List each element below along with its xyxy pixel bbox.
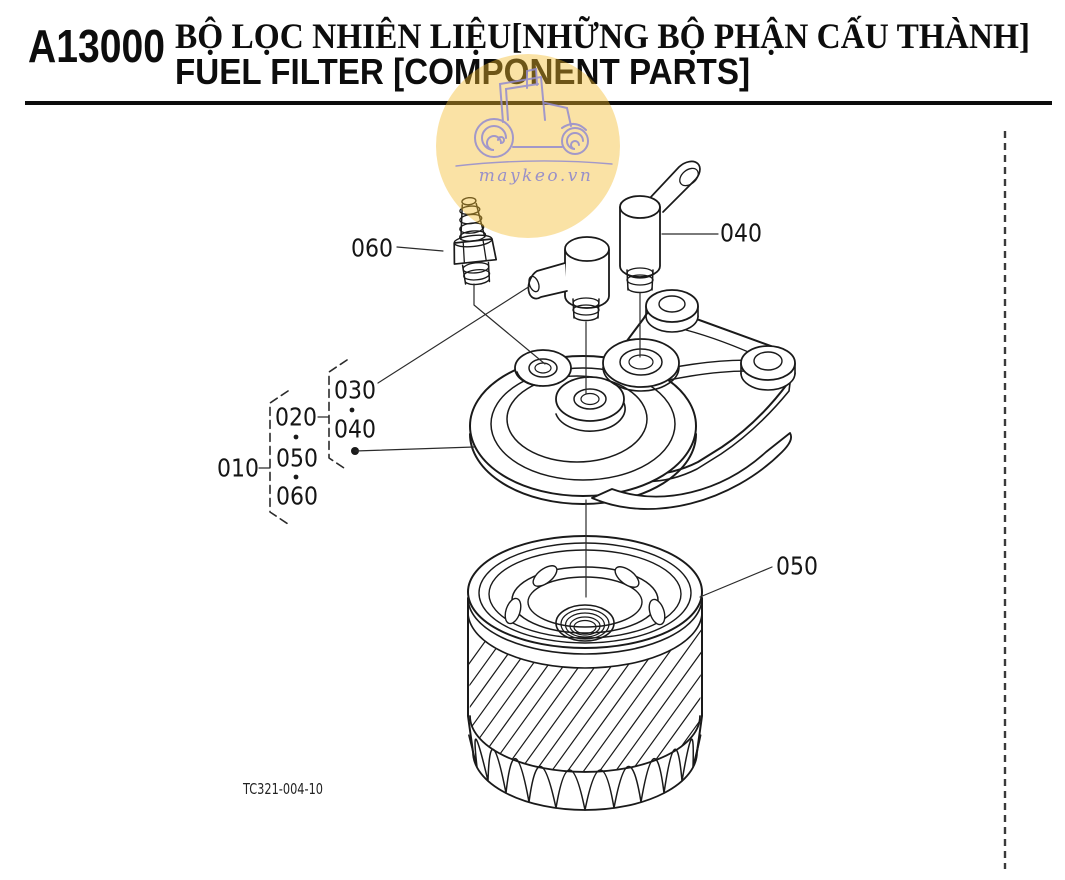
bracket-spacer-top — [645, 289, 699, 333]
watermark: maykeo.vn — [436, 54, 620, 238]
header: A13000 BỘ LỌC NHIÊN LIỆU[NHỮNG BỘ PHẬN C… — [25, 15, 1052, 105]
header-separator-line — [25, 101, 1052, 105]
scallop-flutes — [468, 734, 702, 811]
tractor-doodle-icon — [455, 67, 613, 167]
filter-cartridge-part — [467, 535, 703, 811]
hose-joint-060-part — [453, 196, 498, 286]
figure-code: TC321-004-10 — [242, 780, 323, 798]
callout-010: 010 — [217, 454, 259, 483]
inlet-holes — [504, 565, 666, 626]
bracket-spacer-right — [740, 345, 796, 391]
list-dot — [349, 407, 355, 413]
leader-lines — [258, 233, 773, 598]
group-bracket-inner — [328, 359, 348, 471]
callout-060-top: 060 — [351, 234, 393, 263]
callout-020: 020 — [275, 403, 317, 432]
section-code: A13000 — [28, 20, 165, 72]
list-dot — [293, 434, 299, 440]
callout-030: 030 — [334, 376, 376, 405]
callout-labels: 060 040 030 040 020 050 060 010 050 — [217, 219, 818, 581]
joint-040-part — [619, 160, 701, 294]
callout-050-filter: 050 — [776, 552, 818, 581]
cover-bosses — [514, 338, 680, 432]
callout-040-top: 040 — [720, 219, 762, 248]
elbow-joint-030-part — [527, 236, 610, 322]
callout-040-group: 040 — [334, 415, 376, 444]
callout-050-group: 050 — [276, 444, 318, 473]
page-title-english: FUEL FILTER [COMPONENT PARTS] — [175, 51, 750, 92]
page-title-vietnamese: BỘ LỌC NHIÊN LIỆU[NHỮNG BỘ PHẬN CẤU THÀN… — [175, 15, 1030, 56]
callout-060-group: 060 — [276, 482, 318, 511]
list-dot — [293, 474, 299, 480]
watermark-site-text: maykeo.vn — [479, 166, 594, 186]
center-thread-hole — [555, 604, 615, 642]
exploded-view — [258, 160, 796, 811]
